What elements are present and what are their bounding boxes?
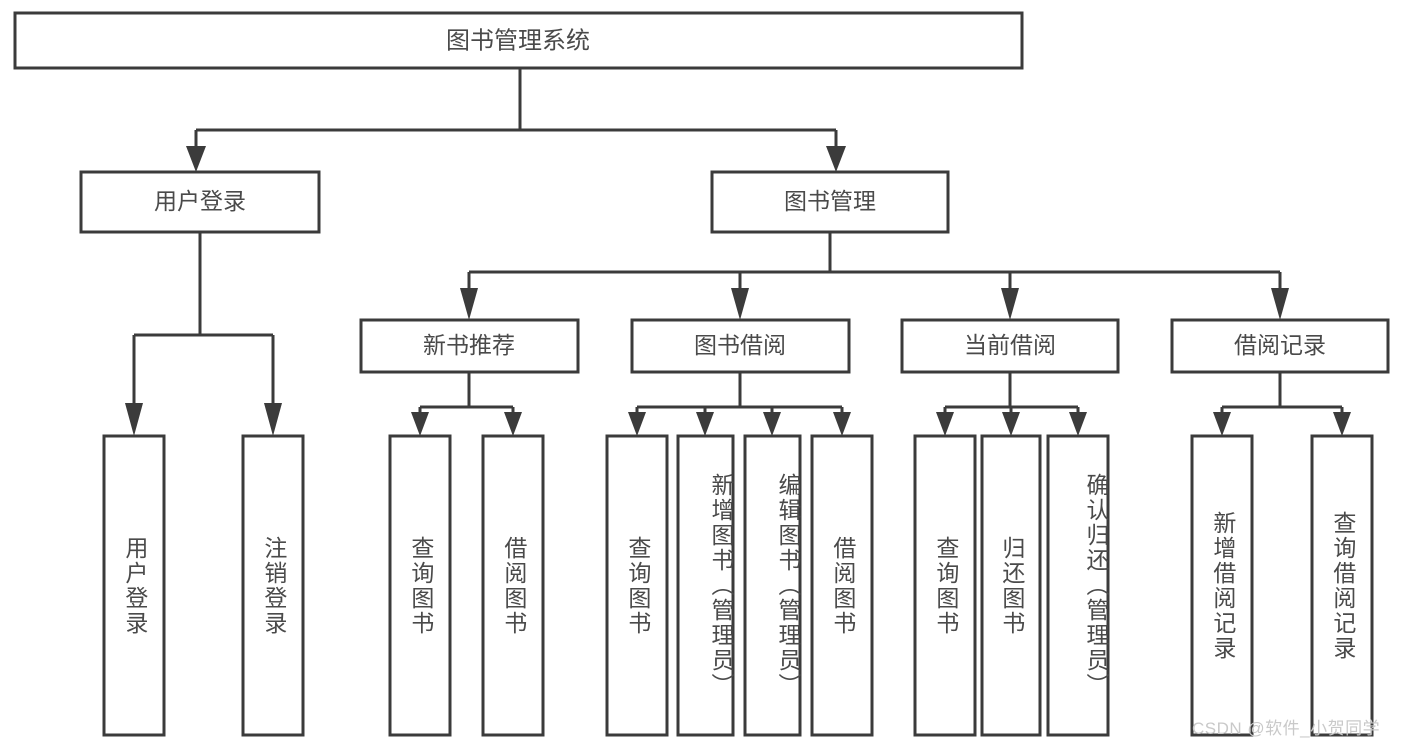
- connector-group-new-book: [411, 372, 522, 436]
- connector-group-book-mgmt: [460, 232, 1289, 320]
- node-borrow-record-box[interactable]: [1170, 318, 1390, 374]
- leaf-boxes: [102, 434, 1374, 737]
- arrowhead-nb-leaf2: [504, 412, 522, 436]
- leaf-box-nb-borrow-book[interactable]: [481, 434, 545, 737]
- leaf-box-bb-borrow-book[interactable]: [810, 434, 874, 737]
- leaf-box-nb-query-book[interactable]: [388, 434, 452, 737]
- arrowhead-borrow-record: [1271, 288, 1289, 320]
- arrowhead-cb-leaf2: [1002, 412, 1020, 436]
- node-root-box[interactable]: [13, 11, 1024, 70]
- arrowhead-current-borrow: [1001, 288, 1019, 320]
- node-book-management[interactable]: 图书管理: [710, 170, 950, 234]
- arrowhead-bb-leaf3: [763, 412, 781, 436]
- node-current-borrow[interactable]: 当前借阅: [900, 318, 1120, 374]
- connector-group-root: [186, 68, 846, 172]
- leaf-box-bb-add-book[interactable]: [676, 434, 735, 737]
- node-new-book-recommend[interactable]: 新书推荐: [359, 318, 580, 374]
- arrowhead-br-leaf1: [1213, 412, 1231, 436]
- arrowhead-cb-leaf3: [1069, 412, 1087, 436]
- node-root-label: 图书管理系统: [446, 27, 590, 54]
- arrowhead-bb-leaf4: [833, 412, 851, 436]
- leaf-box-cb-query-book[interactable]: [913, 434, 977, 737]
- node-borrow-record[interactable]: 借阅记录: [1170, 318, 1390, 374]
- node-root[interactable]: 图书管理系统: [13, 11, 1024, 70]
- node-book-borrow-label: 图书借阅: [694, 332, 786, 358]
- connector-group-borrow-record: [1213, 372, 1351, 436]
- arrowhead-br-leaf2: [1333, 412, 1351, 436]
- leaf-box-br-query-record[interactable]: [1310, 434, 1374, 737]
- leaf-box-logout[interactable]: [241, 434, 305, 737]
- node-book-borrow-box[interactable]: [630, 318, 851, 374]
- leaf-box-user-login[interactable]: [102, 434, 166, 737]
- leaf-box-cb-return-book[interactable]: [980, 434, 1042, 737]
- arrowhead-cb-leaf1: [936, 412, 954, 436]
- leaf-box-bb-query-book[interactable]: [605, 434, 669, 737]
- node-user-login-label: 用户登录: [154, 188, 246, 214]
- node-current-borrow-box[interactable]: [900, 318, 1120, 374]
- arrowhead-book-borrow: [731, 288, 749, 320]
- node-new-book-recommend-box[interactable]: [359, 318, 580, 374]
- node-borrow-record-label: 借阅记录: [1234, 332, 1326, 358]
- connector-group-current-borrow: [936, 372, 1087, 436]
- node-book-management-box[interactable]: [710, 170, 950, 234]
- arrowhead-nb-leaf1: [411, 412, 429, 436]
- arrowhead-leaf-logout: [264, 403, 282, 436]
- node-book-management-label: 图书管理: [784, 188, 876, 214]
- node-new-book-recommend-label: 新书推荐: [423, 332, 515, 358]
- node-user-login[interactable]: 用户登录: [79, 170, 321, 234]
- node-book-borrow[interactable]: 图书借阅: [630, 318, 851, 374]
- arrowhead-new-book: [460, 288, 478, 320]
- arrowhead-bb-leaf2: [696, 412, 714, 436]
- arrowhead-user-login: [186, 146, 206, 172]
- connector-group-user-login: [125, 232, 282, 436]
- arrowhead-bb-leaf1: [628, 412, 646, 436]
- connector-group-book-borrow: [628, 372, 851, 436]
- leaf-box-bb-edit-book[interactable]: [743, 434, 802, 737]
- node-current-borrow-label: 当前借阅: [964, 332, 1056, 358]
- arrowhead-leaf-user-login: [125, 403, 143, 436]
- leaf-box-br-add-record[interactable]: [1190, 434, 1254, 737]
- node-user-login-box[interactable]: [79, 170, 321, 234]
- leaf-box-cb-confirm-return[interactable]: [1046, 434, 1110, 737]
- arrowhead-book-mgmt: [826, 146, 846, 172]
- csdn-watermark: CSDN @软件_小贺同学: [1192, 719, 1381, 738]
